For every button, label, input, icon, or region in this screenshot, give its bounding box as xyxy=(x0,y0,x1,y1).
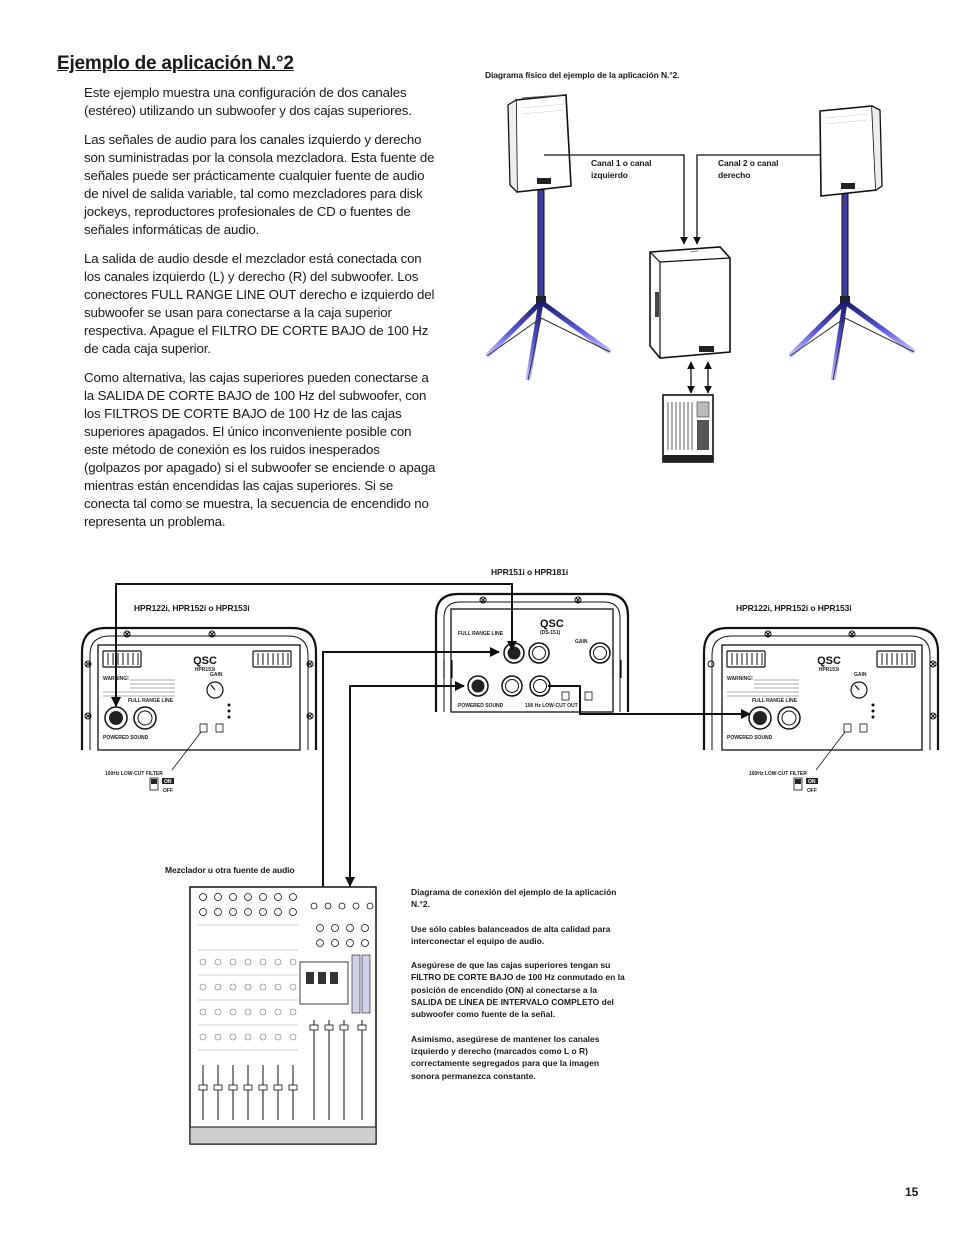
physical-cables xyxy=(544,154,821,394)
left-top-speaker xyxy=(507,94,572,193)
sub-powered-sound: POWERED SOUND xyxy=(458,703,504,709)
left-top-powered-sound: POWERED SOUND xyxy=(103,735,149,741)
left-top-model-label: HPR122i, HPR152i o HPR153i xyxy=(134,603,250,613)
right-top-model-label: HPR122i, HPR152i o HPR153i xyxy=(736,603,852,613)
paragraph-connection: La salida de audio desde el mezclador es… xyxy=(84,251,435,356)
note-caption: Diagrama de conexión del ejemplo de la a… xyxy=(411,887,617,910)
right-filter-on: ON xyxy=(808,779,816,785)
right-top-box-rear-panel: QSC HPR153i WARNING! FULL RANGE LINE POW… xyxy=(702,626,940,751)
left-top-logo: QSC xyxy=(193,655,217,667)
right-filter-switch: 100Hz LOW-CUT FILTER ON OFF xyxy=(749,731,846,794)
left-top-model: HPR153i xyxy=(195,667,216,673)
left-filter-off: OFF xyxy=(163,788,173,794)
page-number: 15 xyxy=(905,1185,919,1199)
right-top-gain: GAIN xyxy=(854,672,867,678)
right-top-model: HPR153i xyxy=(819,667,840,673)
sub-gain: GAIN xyxy=(575,639,588,645)
sub-logo: QSC xyxy=(540,618,564,630)
right-top-speaker xyxy=(819,105,883,197)
sub-hpf-out: 100 Hz LOW-CUT OUT xyxy=(525,703,578,709)
channel-left-label: Canal 1 o canal izquierdo xyxy=(591,158,652,180)
left-top-box-rear-panel: QSC HPR153i WARNING! FULL RANGE LINE POW… xyxy=(80,626,318,751)
channel-right-label: Canal 2 o canal derecho xyxy=(718,158,779,180)
right-filter-label: 100Hz LOW-CUT FILTER xyxy=(749,771,807,777)
subwoofer-rear-panel: QSC (DS-151) FULL RANGE LINE POWERED SOU… xyxy=(434,592,630,713)
physical-diagram-caption: Diagrama físico del ejemplo de la aplica… xyxy=(485,70,680,80)
sub-full-range-line: FULL RANGE LINE xyxy=(458,631,504,637)
note-cables: Use sólo cables balanceados de alta cali… xyxy=(411,923,611,946)
left-top-gain: GAIN xyxy=(210,672,223,678)
left-top-full-range-line: FULL RANGE LINE xyxy=(128,698,174,704)
right-top-logo: QSC xyxy=(817,655,841,667)
note-filter: Asegúrese de que las cajas superiores te… xyxy=(411,960,625,1020)
paragraph-intro: Este ejemplo muestra una configuración d… xyxy=(84,85,412,118)
left-tripod-stand xyxy=(485,189,612,381)
right-filter-off: OFF xyxy=(807,788,817,794)
right-top-warning: WARNING! xyxy=(727,676,753,682)
paragraph-alternative: Como alternativa, las cajas superiores p… xyxy=(84,370,436,529)
connection-notes: Diagrama de conexión del ejemplo de la a… xyxy=(411,886,626,1094)
mixer-label: Mezclador u otra fuente de audio xyxy=(165,865,295,875)
connection-cables xyxy=(111,583,751,886)
right-top-powered-sound: POWERED SOUND xyxy=(727,735,773,741)
page-title: Ejemplo de aplicación N.°2 xyxy=(57,53,294,74)
subwoofer xyxy=(649,246,731,359)
sub-model: (DS-151) xyxy=(540,630,561,636)
body-text: Este ejemplo muestra una configuración d… xyxy=(84,84,439,542)
right-tripod-stand xyxy=(788,189,916,381)
physical-mixer xyxy=(662,394,714,463)
left-top-warning: WARNING! xyxy=(103,676,129,682)
left-filter-label: 100Hz LOW-CUT FILTER xyxy=(105,771,163,777)
paragraph-signal-source: Las señales de audio para los canales iz… xyxy=(84,132,435,237)
left-filter-switch: 100Hz LOW-CUT FILTER ON OFF xyxy=(105,731,202,794)
left-filter-on: ON xyxy=(164,779,172,785)
right-top-full-range-line: FULL RANGE LINE xyxy=(752,698,798,704)
mixer-console xyxy=(189,886,377,1145)
note-channels: Asimismo, asegúrese de mantener los cana… xyxy=(411,1033,600,1081)
subwoofer-model-label: HPR151i o HPR181i xyxy=(491,567,569,577)
